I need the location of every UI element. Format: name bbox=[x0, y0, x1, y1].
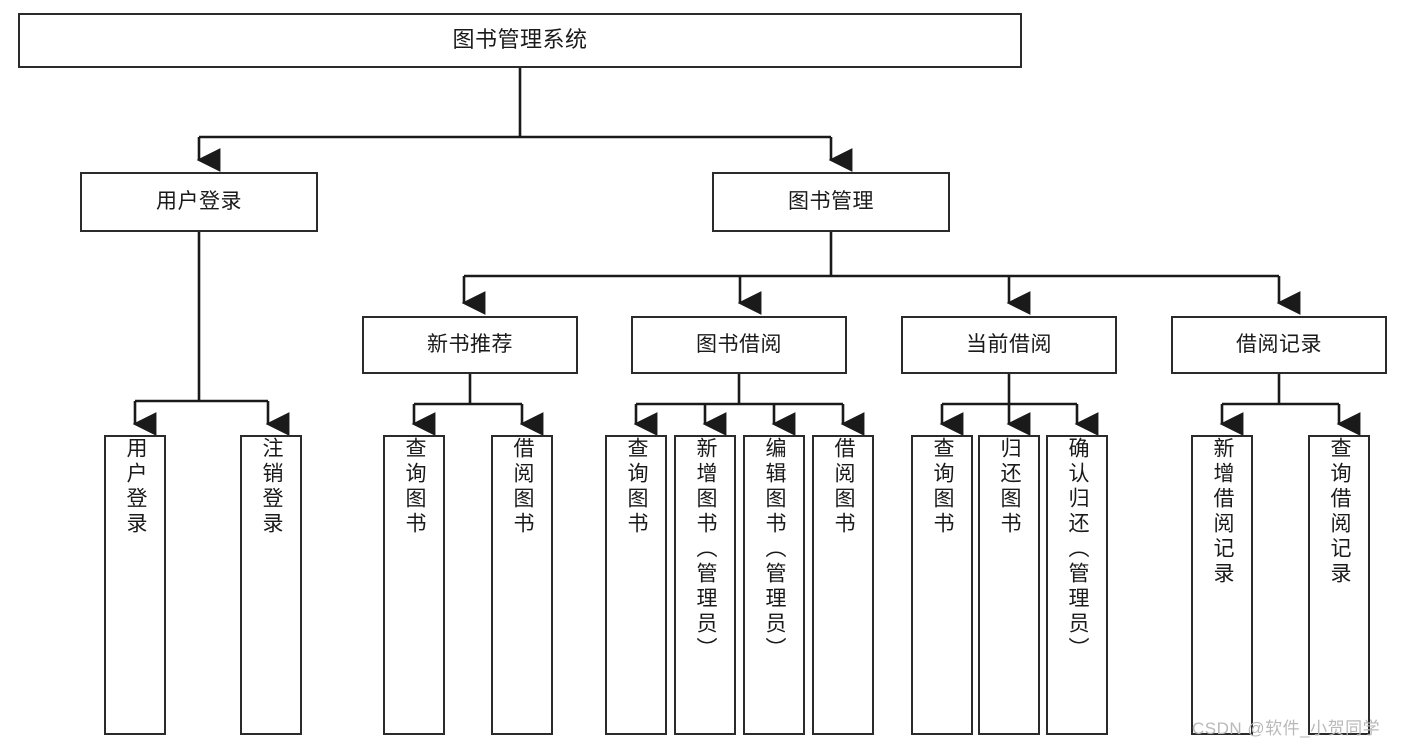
leaf-new-book-borrow-book[interactable]: 借阅图书 bbox=[491, 435, 553, 735]
leaf-current-borrow-confirm-return-admin[interactable]: 确认归还（管理员） bbox=[1046, 435, 1108, 735]
leaf-user-login-logout[interactable]: 注销登录 bbox=[240, 435, 302, 735]
watermark-text: CSDN @软件_小贺同学 bbox=[1192, 719, 1381, 738]
node-current-borrow[interactable]: 当前借阅 bbox=[901, 316, 1117, 374]
node-label: 借阅图书 bbox=[511, 437, 535, 537]
node-label: 归还图书 bbox=[998, 437, 1022, 537]
node-label: 图书借阅 bbox=[696, 333, 782, 357]
node-book-borrow[interactable]: 图书借阅 bbox=[631, 316, 847, 374]
node-label: 图书管理系统 bbox=[452, 27, 588, 53]
node-label: 新增图书（管理员） bbox=[694, 437, 718, 662]
leaf-current-borrow-query-book[interactable]: 查询图书 bbox=[911, 435, 973, 735]
node-label: 查询图书 bbox=[625, 437, 649, 537]
node-borrow-record[interactable]: 借阅记录 bbox=[1171, 316, 1387, 374]
node-label: 图书管理 bbox=[788, 190, 874, 214]
node-label: 查询图书 bbox=[931, 437, 955, 537]
node-label: 注销登录 bbox=[260, 437, 284, 537]
leaf-book-borrow-borrow-book[interactable]: 借阅图书 bbox=[812, 435, 874, 735]
node-user-login[interactable]: 用户登录 bbox=[80, 172, 318, 232]
leaf-borrow-record-query-record[interactable]: 查询借阅记录 bbox=[1308, 435, 1370, 735]
node-root-book-management-system[interactable]: 图书管理系统 bbox=[18, 13, 1022, 68]
leaf-borrow-record-add-record[interactable]: 新增借阅记录 bbox=[1191, 435, 1253, 735]
node-label: 确认归还（管理员） bbox=[1066, 437, 1090, 662]
node-label: 用户登录 bbox=[124, 437, 148, 537]
node-label: 新书推荐 bbox=[427, 333, 513, 357]
node-label: 用户登录 bbox=[156, 190, 242, 214]
leaf-book-borrow-query-book[interactable]: 查询图书 bbox=[605, 435, 667, 735]
leaf-book-borrow-add-book-admin[interactable]: 新增图书（管理员） bbox=[674, 435, 736, 735]
node-label: 新增借阅记录 bbox=[1211, 437, 1235, 587]
node-new-book-recommend[interactable]: 新书推荐 bbox=[362, 316, 578, 374]
leaf-user-login-login[interactable]: 用户登录 bbox=[104, 435, 166, 735]
node-label: 编辑图书（管理员） bbox=[763, 437, 787, 662]
node-label: 当前借阅 bbox=[966, 333, 1052, 357]
node-label: 借阅图书 bbox=[832, 437, 856, 537]
node-label: 查询图书 bbox=[403, 437, 427, 537]
node-label: 借阅记录 bbox=[1236, 333, 1322, 357]
leaf-new-book-query-book[interactable]: 查询图书 bbox=[383, 435, 445, 735]
node-book-management[interactable]: 图书管理 bbox=[712, 172, 950, 232]
node-label: 查询借阅记录 bbox=[1328, 437, 1352, 587]
leaf-current-borrow-return-book[interactable]: 归还图书 bbox=[978, 435, 1040, 735]
leaf-book-borrow-edit-book-admin[interactable]: 编辑图书（管理员） bbox=[743, 435, 805, 735]
